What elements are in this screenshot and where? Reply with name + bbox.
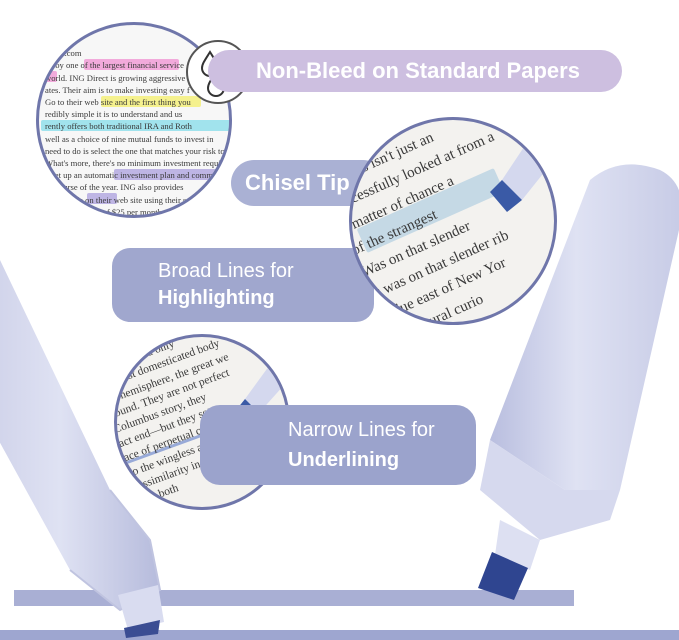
chisel-tip-sample-circle: most limited o an: This isn't just an su…	[349, 117, 557, 325]
feature-label: Chisel Tip	[245, 170, 350, 195]
feature-non-bleed: Non-Bleed on Standard Papers	[208, 50, 622, 92]
purple-highlight	[87, 193, 117, 204]
yellow-highlight	[101, 96, 201, 107]
pink-highlight	[41, 71, 57, 82]
paper-bottom-line	[0, 630, 679, 640]
blue-highlight	[41, 120, 229, 131]
page-text: IRECT nirect.com ed by one of the larges…	[45, 36, 231, 217]
left-highlighter	[0, 260, 164, 638]
feature-label-bold: Highlighting	[158, 287, 275, 309]
marker-tip	[490, 120, 554, 212]
feature-label: Broad Lines for	[158, 260, 294, 282]
feature-narrow-lines: Narrow Lines for Underlining	[200, 405, 476, 485]
feature-label: Non-Bleed on Standard Papers	[256, 58, 580, 83]
purple-highlight	[114, 169, 229, 180]
right-highlighter	[478, 164, 679, 600]
feature-label-bold: Underlining	[288, 449, 400, 471]
feature-label: Narrow Lines for	[288, 419, 435, 441]
feature-broad-lines: Broad Lines for Highlighting	[112, 248, 374, 322]
pink-highlight	[84, 59, 179, 70]
